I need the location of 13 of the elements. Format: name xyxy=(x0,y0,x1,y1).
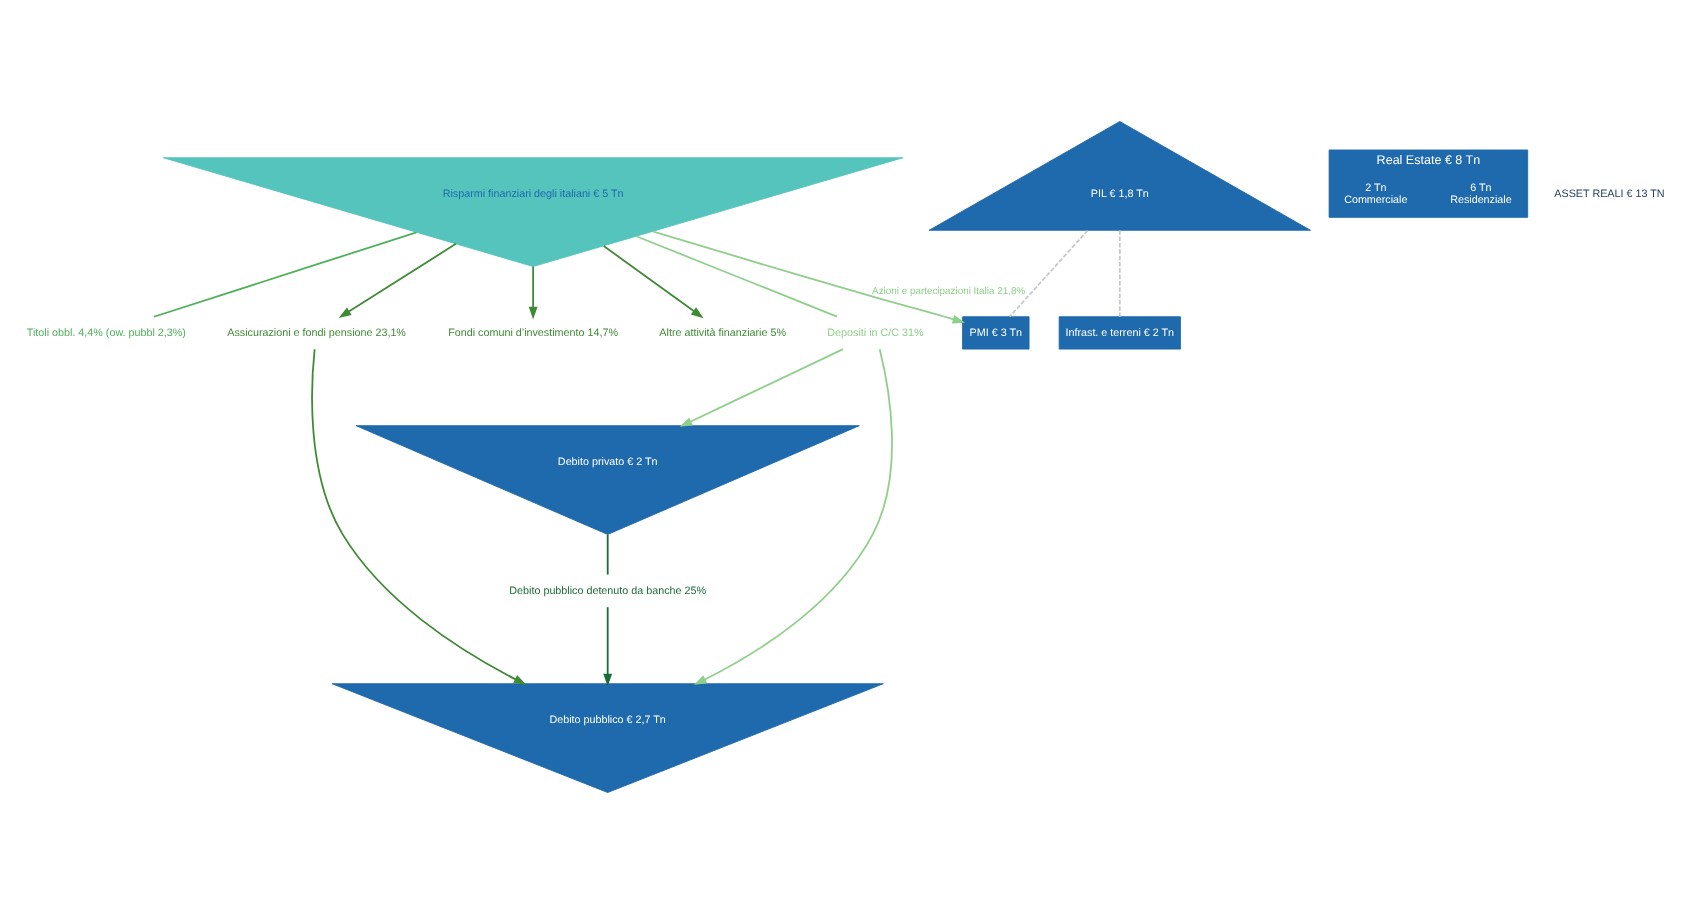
connector xyxy=(1008,229,1089,318)
arrow xyxy=(338,242,457,319)
connector xyxy=(153,231,418,318)
arrow xyxy=(603,606,613,687)
arrow xyxy=(602,245,704,319)
arrow xyxy=(679,348,845,427)
arrow xyxy=(693,348,893,685)
arrow xyxy=(651,230,966,324)
arrow xyxy=(528,265,538,320)
arrow xyxy=(311,348,527,685)
connector xyxy=(635,235,838,318)
connector xyxy=(606,533,609,576)
connector xyxy=(1118,229,1121,318)
